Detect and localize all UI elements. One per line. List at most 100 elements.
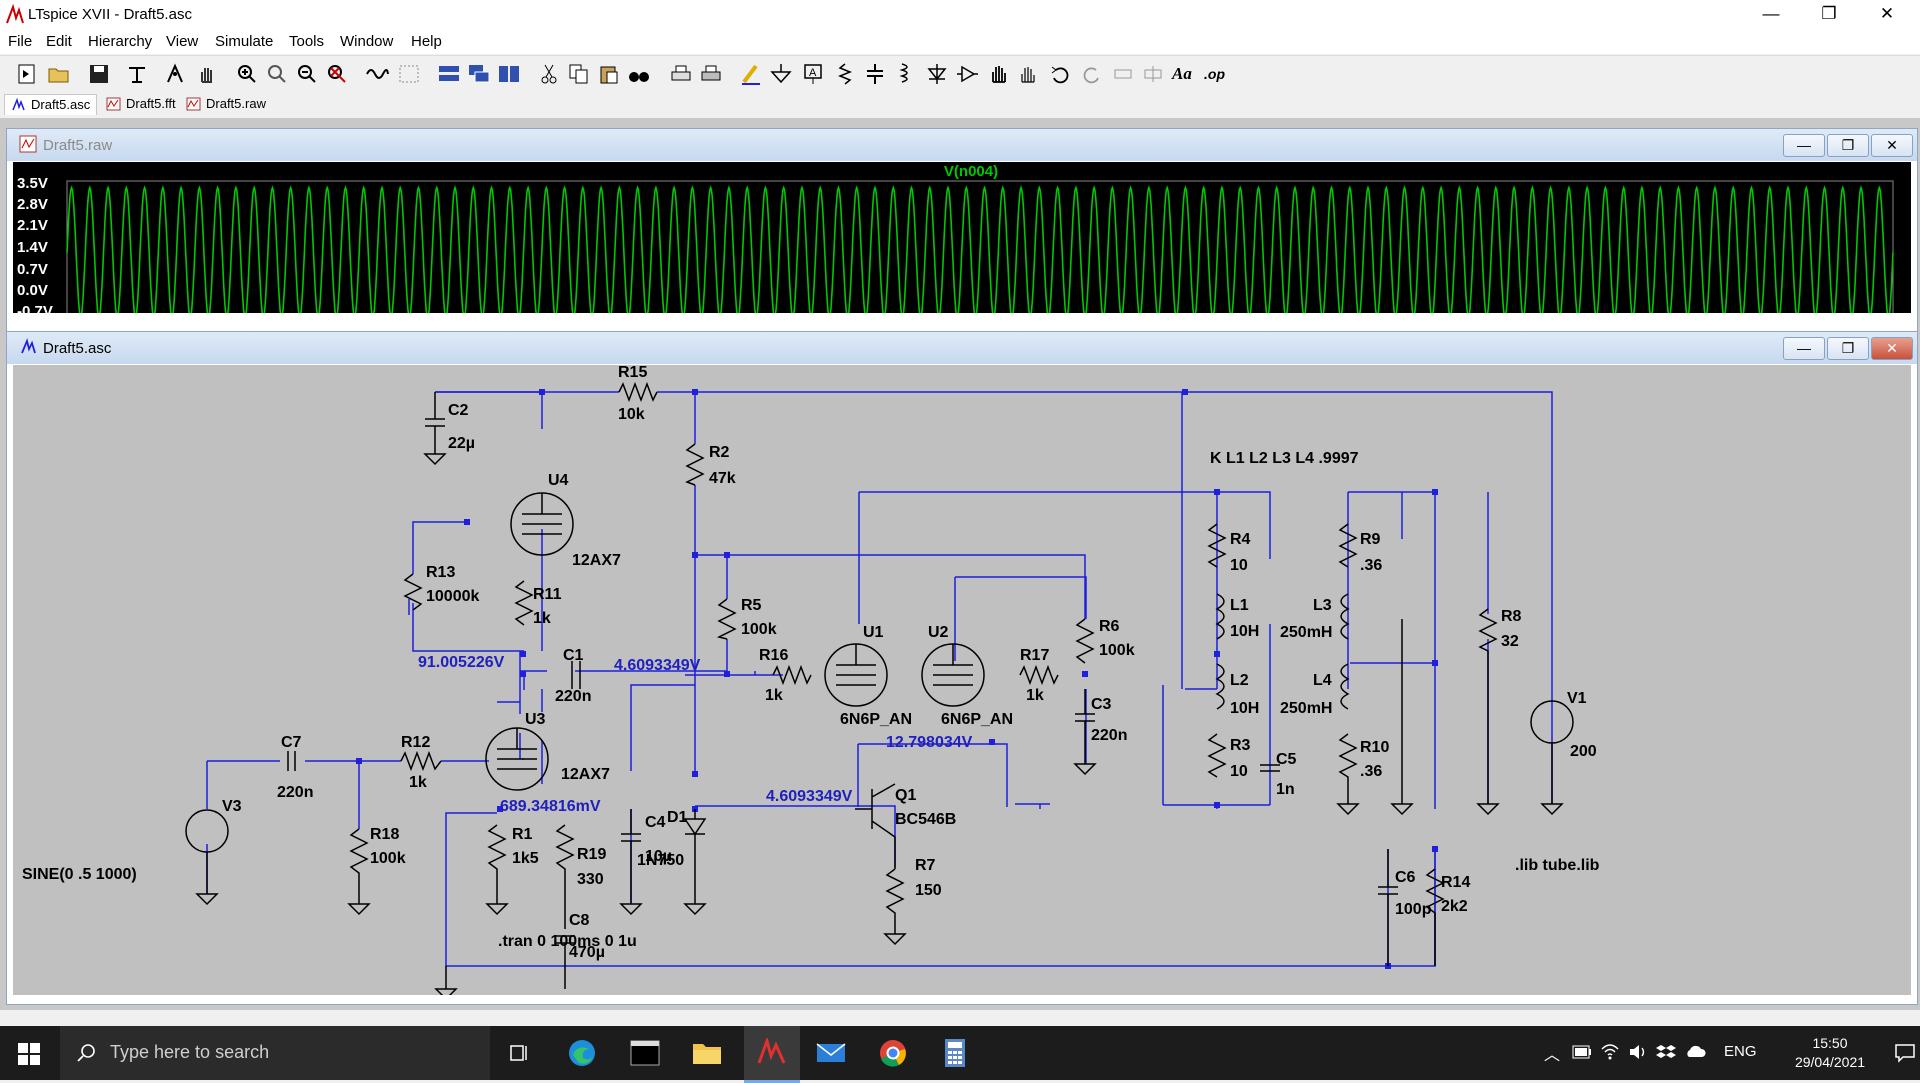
zoom-in-icon[interactable]	[234, 62, 260, 86]
taskbar-clock[interactable]: 15:50 29/04/2021	[1782, 1034, 1878, 1072]
wifi-icon[interactable]	[1600, 1042, 1620, 1062]
menu-simulate[interactable]: Simulate	[215, 33, 274, 50]
minimize-button[interactable]: —	[1762, 4, 1780, 23]
undo-icon[interactable]	[1048, 62, 1074, 86]
tile-vertical-icon[interactable]	[496, 62, 522, 86]
print-icon[interactable]	[698, 62, 724, 86]
resistor-icon[interactable]	[832, 62, 858, 86]
control-panel-icon[interactable]	[124, 62, 150, 86]
language-indicator[interactable]: ENG	[1724, 1043, 1757, 1060]
autorange-icon[interactable]	[364, 62, 390, 86]
schematic-window-titlebar[interactable]: Draft5.asc — ❐ ✕	[7, 332, 1917, 364]
value-r3: 10	[1230, 763, 1248, 780]
component-icon[interactable]	[954, 62, 980, 86]
menu-hierarchy[interactable]: Hierarchy	[88, 33, 153, 50]
wires	[206, 391, 1553, 967]
waveform-plot-pane[interactable]: V(n004) 3.5V 2.8V 2.1V 1.4V 0.7V 0.0V -0…	[13, 162, 1911, 322]
file-explorer-icon[interactable]	[692, 1040, 722, 1066]
rotate-icon[interactable]	[1110, 62, 1136, 86]
maximize-child-button[interactable]: ❐	[1827, 337, 1869, 360]
dropbox-icon[interactable]	[1656, 1043, 1676, 1061]
drag-icon[interactable]	[1016, 62, 1042, 86]
label-l1: L1	[1230, 597, 1249, 614]
spice-directive-icon[interactable]: .op	[1204, 66, 1225, 82]
restore-button[interactable]: ❐	[1821, 4, 1837, 23]
menu-file[interactable]: File	[8, 33, 33, 50]
menu-view[interactable]: View	[166, 33, 199, 50]
ltspice-taskbar-button[interactable]	[744, 1026, 800, 1083]
redo-icon[interactable]	[1078, 62, 1104, 86]
diode-icon[interactable]	[924, 62, 950, 86]
waveform-window[interactable]: Draft5.raw — ❐ ✕ V(n004) 3.5V 2.8V 2.1V …	[6, 128, 1918, 336]
value-q1: BC546B	[895, 811, 956, 828]
text-icon[interactable]: Aa	[1172, 64, 1192, 83]
waveform-plot[interactable]: V(n004) 3.5V 2.8V 2.1V 1.4V 0.7V 0.0V -0…	[13, 162, 1911, 322]
edge-browser-icon[interactable]	[567, 1038, 597, 1068]
find-icon[interactable]	[626, 62, 652, 86]
cut-icon[interactable]	[536, 62, 562, 86]
grid-icon[interactable]	[396, 62, 422, 86]
task-view-icon[interactable]	[508, 1042, 530, 1064]
new-schematic-icon[interactable]	[14, 62, 40, 86]
pan-icon[interactable]	[194, 62, 220, 86]
calculator-icon[interactable]	[944, 1038, 966, 1068]
capacitor-icon[interactable]	[862, 62, 888, 86]
schematic-window[interactable]: Draft5.asc — ❐ ✕	[6, 331, 1918, 1005]
capacitor-c3	[1073, 689, 1097, 776]
menu-edit[interactable]: Edit	[46, 33, 72, 50]
zoom-area-icon[interactable]	[264, 62, 290, 86]
windows-start-icon[interactable]	[18, 1043, 40, 1065]
draw-wire-icon[interactable]	[738, 62, 764, 86]
close-child-button[interactable]: ✕	[1871, 337, 1913, 360]
directive-coupling[interactable]: K L1 L2 L3 L4 .9997	[1210, 450, 1359, 467]
value-r17: 1k	[1026, 687, 1044, 704]
onedrive-icon[interactable]	[1684, 1043, 1706, 1059]
open-icon[interactable]	[46, 62, 72, 86]
menu-help[interactable]: Help	[411, 33, 442, 50]
schematic-canvas[interactable]: R15 10k C2 22µ U4 12AX7 R13 10000k R11 1…	[13, 364, 1911, 1001]
label-net-icon[interactable]: A	[800, 62, 826, 86]
taskbar-search[interactable]: Type here to search	[60, 1026, 490, 1080]
tab-draft5-asc[interactable]: Draft5.asc	[4, 94, 98, 115]
move-icon[interactable]	[986, 62, 1012, 86]
copy-icon[interactable]	[566, 62, 592, 86]
maximize-child-button[interactable]: ❐	[1827, 134, 1869, 157]
zoom-out-icon[interactable]	[294, 62, 320, 86]
label-r11: R11	[533, 586, 562, 603]
value-r19: 330	[577, 871, 604, 888]
tab-draft5-fft[interactable]: Draft5.fft	[100, 94, 182, 114]
tab-draft5-raw[interactable]: Draft5.raw	[180, 94, 272, 114]
trace-name[interactable]: V(n004)	[944, 163, 998, 180]
minimize-child-button[interactable]: —	[1783, 134, 1825, 157]
close-child-button[interactable]: ✕	[1871, 134, 1913, 157]
paste-icon[interactable]	[596, 62, 622, 86]
chevron-up-icon[interactable]: ︿	[1544, 1047, 1561, 1064]
close-button[interactable]: ✕	[1879, 4, 1895, 23]
terminal-icon[interactable]	[630, 1040, 660, 1066]
notification-icon[interactable]	[1894, 1042, 1916, 1064]
tile-horizontal-icon[interactable]	[436, 62, 462, 86]
zoom-cancel-icon[interactable]	[324, 62, 350, 86]
schematic-drawing[interactable]: R15 10k C2 22µ U4 12AX7 R13 10000k R11 1…	[13, 364, 1911, 1001]
menu-tools[interactable]: Tools	[289, 33, 325, 50]
mirror-icon[interactable]	[1140, 62, 1166, 86]
save-icon[interactable]	[86, 62, 112, 86]
print-preview-icon[interactable]	[668, 62, 694, 86]
source-spec-v3[interactable]: SINE(0 .5 1000)	[22, 866, 137, 883]
minimize-child-button[interactable]: —	[1783, 337, 1825, 360]
trace-v-n004[interactable]	[66, 185, 1894, 321]
volume-icon[interactable]	[1628, 1043, 1648, 1061]
battery-icon[interactable]	[1572, 1045, 1592, 1059]
value-v1: 200	[1570, 743, 1597, 760]
mail-icon[interactable]	[816, 1041, 846, 1065]
cascade-icon[interactable]	[466, 62, 492, 86]
menu-window[interactable]: Window	[340, 33, 394, 50]
directive-lib[interactable]: .lib tube.lib	[1515, 857, 1600, 874]
run-icon[interactable]	[162, 62, 188, 86]
inductor-icon[interactable]	[892, 62, 918, 86]
chrome-icon[interactable]	[879, 1039, 907, 1067]
directive-tran[interactable]: .tran 0 100ms 0 1u	[498, 933, 637, 950]
taskbar: Type here to search ︿ ENG 15:50 29/04/20…	[0, 1026, 1920, 1083]
ground-icon[interactable]	[768, 62, 794, 86]
waveform-window-titlebar[interactable]: Draft5.raw — ❐ ✕	[7, 129, 1917, 161]
